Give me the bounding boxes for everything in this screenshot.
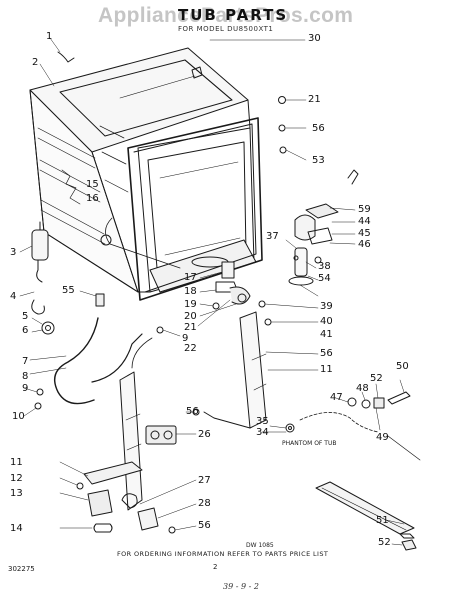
callout-18: 18 (184, 286, 197, 297)
callout-2: 2 (32, 57, 39, 68)
callout-15: 15 (86, 179, 99, 190)
upper-right-parts (191, 39, 307, 161)
callout-1: 1 (46, 31, 53, 42)
callout-54: 54 (318, 273, 331, 284)
callout-50: 50 (396, 361, 409, 372)
lower-center-parts (121, 408, 200, 534)
callout-3: 3 (10, 247, 17, 258)
callout-6: 6 (22, 325, 29, 336)
right-lower-bracket (203, 311, 319, 433)
right-bracket-parts (258, 169, 359, 326)
callout-56b: 56 (320, 348, 333, 359)
callout-34: 34 (256, 427, 269, 438)
callout-35: 35 (256, 416, 269, 427)
door-gasket (127, 117, 263, 301)
callout-12: 12 (10, 473, 23, 484)
callout-10: 10 (12, 411, 25, 422)
callout-41: 41 (320, 329, 333, 340)
diagram-title: TUB PARTS (178, 6, 289, 24)
callout-59: 59 (358, 204, 371, 215)
phantom-tub-label: PHANTOM OF TUB (282, 440, 337, 447)
callout-8: 8 (22, 371, 29, 382)
callout-55: 55 (62, 285, 75, 296)
callout-9a: 9 (22, 383, 29, 394)
callout-17: 17 (184, 272, 197, 283)
callout-56d: 56 (198, 520, 211, 531)
callout-40: 40 (320, 316, 333, 327)
callout-19: 19 (184, 299, 197, 310)
handwritten-note: 39 - 9 - 2 (223, 582, 259, 591)
callout-37: 37 (266, 231, 279, 242)
callout-11a: 11 (10, 457, 23, 468)
callout-28: 28 (198, 498, 211, 509)
callout-56a: 56 (312, 123, 325, 134)
callout-21a: 21 (184, 322, 197, 333)
callout-30: 30 (308, 33, 321, 44)
callout-52a: 52 (370, 373, 383, 384)
ordering-note: FOR ORDERING INFORMATION REFER TO PARTS … (117, 550, 329, 558)
callout-21b: 21 (308, 94, 321, 105)
callout-16: 16 (86, 193, 99, 204)
diagram-subtitle: FOR MODEL DU8500XT1 (178, 25, 274, 33)
left-side-parts (19, 37, 153, 405)
diagram-code: DW 1085 (246, 542, 274, 549)
page-number: 2 (213, 563, 218, 571)
callout-49: 49 (376, 432, 389, 443)
callout-20: 20 (184, 311, 197, 322)
callout-11b: 11 (320, 364, 333, 375)
page-code: 302275 (8, 565, 35, 573)
callout-4: 4 (10, 291, 17, 302)
callout-48: 48 (356, 383, 369, 394)
callout-46: 46 (358, 239, 371, 250)
callout-45: 45 (358, 228, 371, 239)
callout-5: 5 (22, 311, 29, 322)
callout-27: 27 (198, 475, 211, 486)
callout-39: 39 (320, 301, 333, 312)
callout-53: 53 (312, 155, 325, 166)
callout-56c: 56 (186, 406, 199, 417)
watermark-text: AppliancePartsPros.com (98, 4, 354, 27)
callout-44: 44 (358, 216, 371, 227)
tub-body (29, 47, 257, 293)
callout-14: 14 (10, 523, 23, 534)
callout-52b: 52 (378, 537, 391, 548)
inlet-hose-parts (299, 379, 421, 551)
center-lower-parts (156, 261, 251, 337)
callout-22: 22 (184, 343, 197, 354)
callout-38: 38 (318, 261, 331, 272)
callout-9b: 9 (182, 333, 189, 344)
callout-26: 26 (198, 429, 211, 440)
callout-7: 7 (22, 356, 29, 367)
callout-13: 13 (10, 488, 23, 499)
lower-left-bracket (23, 371, 143, 533)
callout-51: 51 (376, 515, 389, 526)
callout-47: 47 (330, 392, 343, 403)
